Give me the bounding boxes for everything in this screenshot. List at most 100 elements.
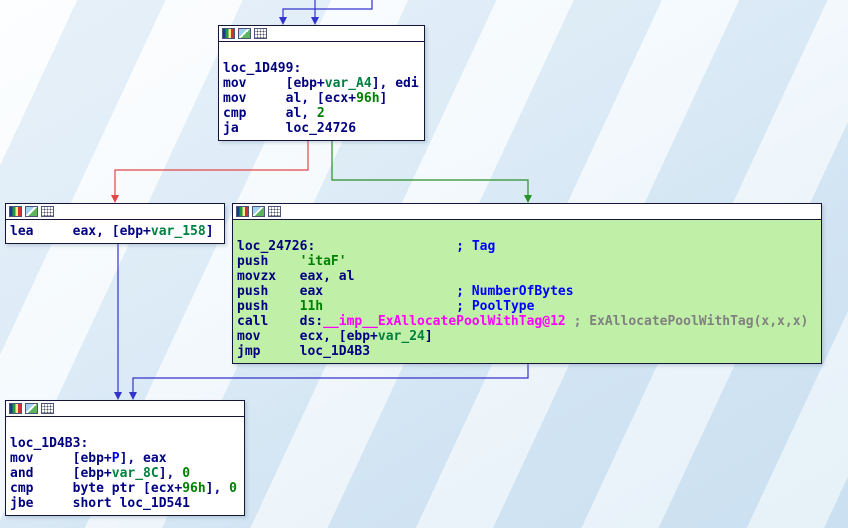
image-icon[interactable] xyxy=(252,206,265,217)
basic-block-loc_1D499[interactable]: loc_1D499: mov [ebp+var_A4], edi mov al,… xyxy=(218,25,425,141)
code-seg: push eax xyxy=(237,284,324,299)
edge-false-branch-arrow xyxy=(111,195,119,203)
code-seg: mov [ebp+ xyxy=(10,451,112,466)
asm-line[interactable]: mov al, [ecx+96h] xyxy=(223,91,420,106)
node-titlebar[interactable] xyxy=(233,204,821,220)
node-titlebar[interactable] xyxy=(219,26,424,42)
code-seg: jmp loc_1D4B3 xyxy=(237,344,371,359)
asm-line[interactable]: and [ebp+var_8C], 0 xyxy=(10,466,240,481)
asm-label-line[interactable]: loc_1D4B3: xyxy=(10,436,240,451)
image-icon[interactable] xyxy=(25,206,38,217)
comment: ; PoolType xyxy=(456,299,535,314)
calculator-icon[interactable] xyxy=(41,206,54,217)
code-seg: ], xyxy=(158,466,183,481)
import-name: __imp__ExAllocatePoolWithTag@12 xyxy=(323,314,566,329)
color-swatch-icon[interactable] xyxy=(222,28,235,39)
asm-line[interactable]: push eax ; NumberOfBytes xyxy=(237,284,817,299)
asm-label-line[interactable]: loc_24726: ; Tag xyxy=(237,239,817,254)
code-seg: and [ebp+ xyxy=(10,466,112,481)
code-seg: ] xyxy=(205,224,214,239)
edge-true-branch-arrow xyxy=(524,195,532,203)
code-seg: ] xyxy=(379,91,388,106)
code-seg: ja loc_24726 xyxy=(223,121,357,136)
code-seg: push xyxy=(237,254,300,269)
node-titlebar[interactable] xyxy=(6,401,244,417)
asm-line[interactable]: ja loc_24726 xyxy=(223,121,420,136)
named-var: P xyxy=(111,451,120,466)
code-seg: ], xyxy=(205,481,230,496)
number-literal: 96h xyxy=(182,481,206,496)
block-label: loc_1D499: xyxy=(223,61,302,76)
number-literal: 0 xyxy=(229,481,237,496)
spacer xyxy=(566,314,574,329)
asm-line[interactable]: lea eax, [ebp+var_158] xyxy=(10,224,220,239)
stack-var: var_24 xyxy=(377,329,425,344)
number-literal: 11h xyxy=(299,299,324,314)
string-literal: 'itaF' xyxy=(299,254,347,269)
code-seg: movzx eax, al xyxy=(237,269,355,284)
code-seg: push xyxy=(237,299,300,314)
block-label: loc_1D4B3: xyxy=(10,436,89,451)
auto-comment: ; ExAllocatePoolWithTag(x,x,x) xyxy=(573,314,809,329)
edge-incoming-right-arrow xyxy=(311,17,319,25)
node-titlebar[interactable] xyxy=(6,204,224,220)
asm-line[interactable]: call ds:__imp__ExAllocatePoolWithTag@12 … xyxy=(237,314,817,329)
edge-incoming-left xyxy=(282,0,373,18)
number-literal: 2 xyxy=(316,106,325,121)
color-swatch-icon[interactable] xyxy=(236,206,249,217)
code-seg: cmp byte ptr [ecx+ xyxy=(10,481,183,496)
stack-var: var_A4 xyxy=(324,76,372,91)
code-seg: ], eax xyxy=(119,451,167,466)
node-code[interactable]: loc_1D4B3: mov [ebp+P], eax and [ebp+var… xyxy=(6,417,244,515)
asm-line[interactable]: movzx eax, al xyxy=(237,269,817,284)
spacer xyxy=(323,299,456,314)
image-icon[interactable] xyxy=(238,28,251,39)
basic-block-lea[interactable]: lea eax, [ebp+var_158] xyxy=(5,203,225,244)
color-swatch-icon[interactable] xyxy=(9,206,22,217)
asm-line[interactable]: push 'itaF' xyxy=(237,254,817,269)
number-literal: 96h xyxy=(356,91,380,106)
edge-fallthrough-left-arrow xyxy=(114,392,122,400)
color-swatch-icon[interactable] xyxy=(9,403,22,414)
edge-jump-from-alloc xyxy=(132,362,529,393)
calculator-icon[interactable] xyxy=(254,28,267,39)
calculator-icon[interactable] xyxy=(268,206,281,217)
asm-label-line[interactable]: loc_1D499: xyxy=(223,61,420,76)
edge-true-branch xyxy=(331,139,529,196)
spacer xyxy=(315,239,456,254)
image-icon[interactable] xyxy=(25,403,38,414)
asm-line[interactable]: mov ecx, [ebp+var_24] xyxy=(237,329,817,344)
comment: ; Tag xyxy=(456,239,496,254)
asm-line[interactable]: jbe short loc_1D541 xyxy=(10,496,240,511)
asm-line[interactable]: mov [ebp+P], eax xyxy=(10,451,240,466)
number-literal: 0 xyxy=(182,466,191,481)
asm-line[interactable]: cmp byte ptr [ecx+96h], 0 xyxy=(10,481,240,496)
code-seg: call ds: xyxy=(237,314,324,329)
spacer xyxy=(323,284,456,299)
asm-line[interactable]: cmp al, 2 xyxy=(223,106,420,121)
blank-line xyxy=(10,421,240,436)
code-seg: ] xyxy=(424,329,433,344)
block-label: loc_24726: xyxy=(237,239,316,254)
comment: ; NumberOfBytes xyxy=(456,284,574,299)
edge-incoming-left-arrow xyxy=(279,17,287,25)
asm-line[interactable]: jmp loc_1D4B3 xyxy=(237,344,817,359)
asm-line[interactable]: push 11h ; PoolType xyxy=(237,299,817,314)
basic-block-loc_24726[interactable]: loc_24726: ; Tag push 'itaF' movzx eax, … xyxy=(232,203,822,364)
node-code[interactable]: lea eax, [ebp+var_158] xyxy=(6,220,224,243)
node-code[interactable]: loc_1D499: mov [ebp+var_A4], edi mov al,… xyxy=(219,42,424,140)
asm-line[interactable]: mov [ebp+var_A4], edi xyxy=(223,76,420,91)
code-seg: mov [ebp+ xyxy=(223,76,325,91)
node-code[interactable]: loc_24726: ; Tag push 'itaF' movzx eax, … xyxy=(233,220,821,363)
blank-line xyxy=(237,224,817,239)
code-seg: mov al, [ecx+ xyxy=(223,91,357,106)
calculator-icon[interactable] xyxy=(41,403,54,414)
basic-block-loc_1D4B3[interactable]: loc_1D4B3: mov [ebp+P], eax and [ebp+var… xyxy=(5,400,245,516)
code-seg: jbe short loc_1D541 xyxy=(10,496,191,511)
edge-jump-from-alloc-arrow xyxy=(129,392,137,400)
code-seg: ], edi xyxy=(371,76,419,91)
code-seg: mov ecx, [ebp+ xyxy=(237,329,378,344)
code-seg: lea eax, [ebp+ xyxy=(10,224,151,239)
